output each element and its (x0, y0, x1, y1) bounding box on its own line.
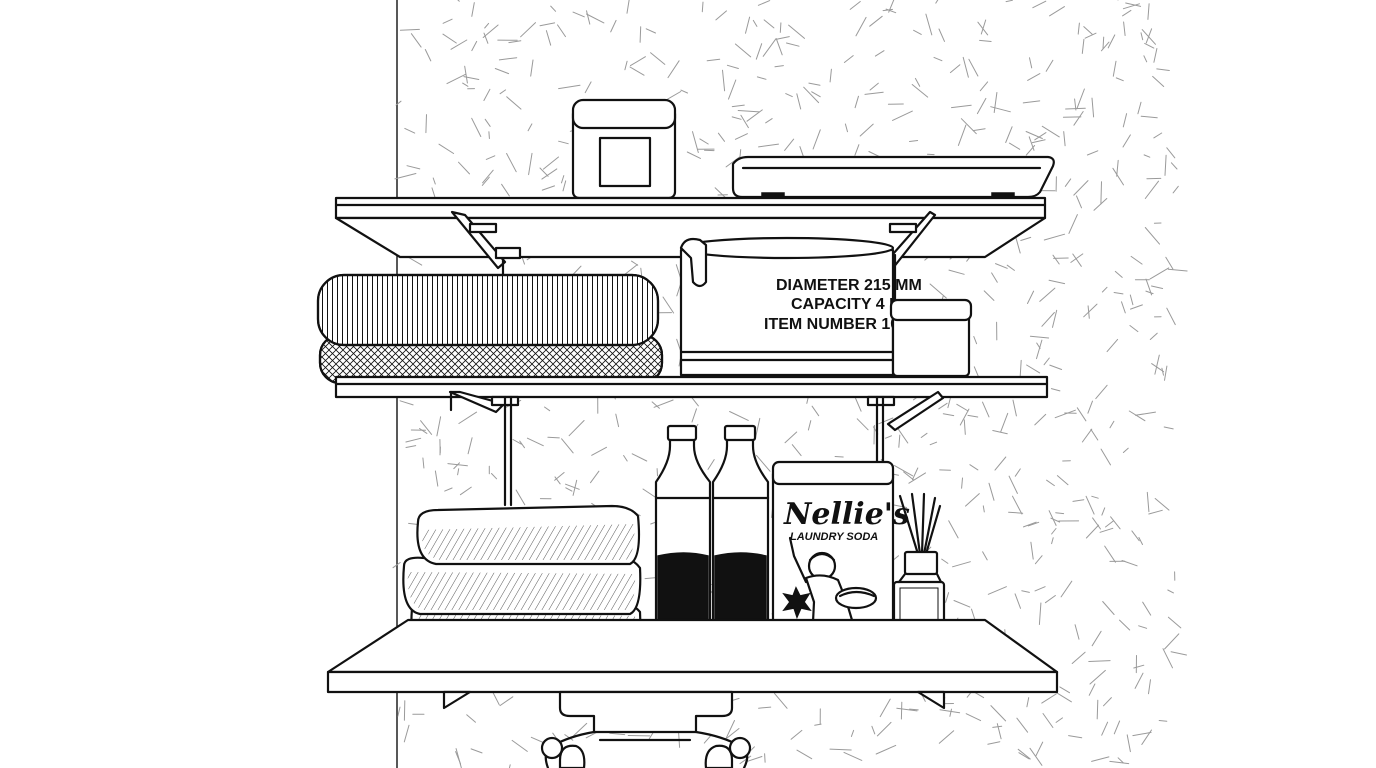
middle-shelf (334, 375, 1049, 432)
soda-tin-subtitle: LAUNDRY SODA (790, 531, 878, 543)
storage-tray (731, 155, 1055, 199)
canister-label-capacity: CAPACITY 4 L (791, 296, 899, 313)
bottom-shelf (326, 618, 1059, 710)
pedestal-fixture (540, 690, 752, 768)
folded-towel-stack (316, 273, 664, 385)
laundry-soda-tin: Nellie's LAUNDRY SODA (771, 460, 910, 650)
soda-tin-brand: Nellie's (783, 497, 910, 532)
canister-label-item-number: ITEM NUMBER 10358 (764, 316, 926, 333)
detergent-bottle-left (654, 424, 712, 648)
reed-diffuser (892, 492, 946, 632)
storage-jar (571, 98, 677, 200)
canister-label-diameter: DIAMETER 215 MM (776, 277, 922, 294)
small-jar (889, 298, 973, 378)
large-canister: DIAMETER 215 MM CAPACITY 4 L ITEM NUMBER… (679, 236, 926, 377)
